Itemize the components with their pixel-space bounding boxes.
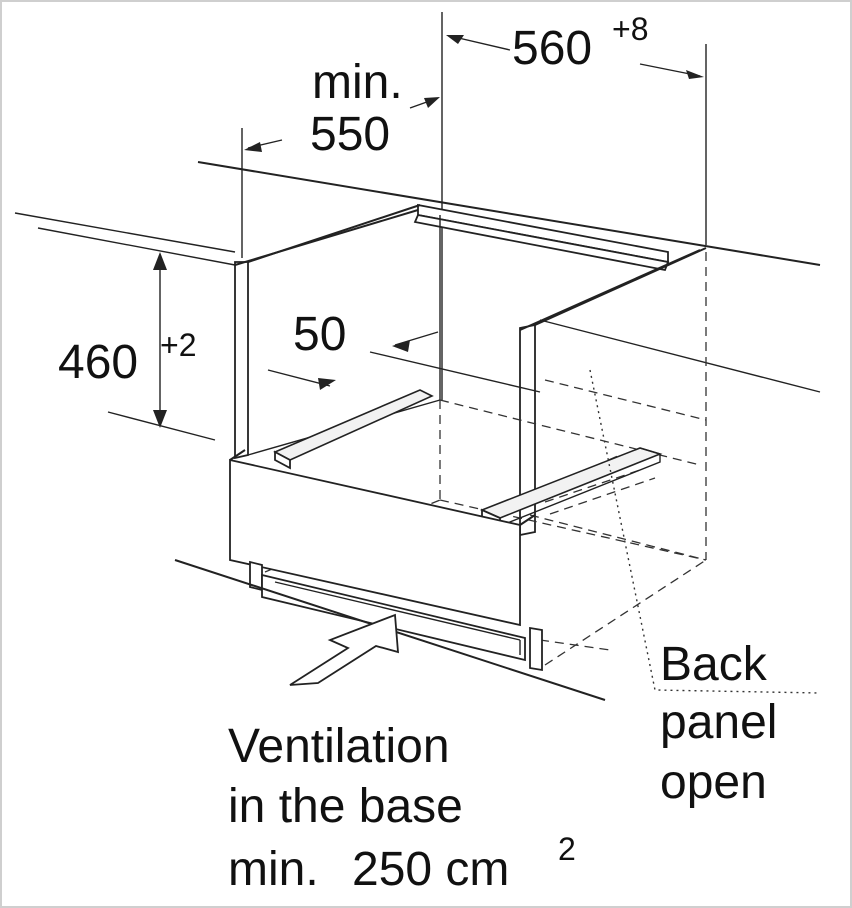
depth-label: 550 xyxy=(310,108,390,161)
back-panel-line2: panel xyxy=(660,696,777,749)
width-label: 560 xyxy=(512,22,592,75)
worktop-lines xyxy=(14,161,821,393)
back-panel-line3: open xyxy=(660,756,767,809)
cabinet-niche xyxy=(234,203,707,537)
width-tolerance: +8 xyxy=(612,11,648,47)
depth-prefix: min. xyxy=(312,56,403,109)
height-tolerance: +2 xyxy=(160,327,196,363)
vent-line3-sup: 2 xyxy=(558,831,576,867)
back-panel-leader xyxy=(589,369,821,694)
gap-label: 50 xyxy=(293,308,346,361)
height-label: 460 xyxy=(58,336,138,389)
ventilation-arrow xyxy=(289,613,400,686)
vent-line3-value: 250 cm xyxy=(352,843,509,896)
dimension-arrows xyxy=(107,35,704,441)
vent-line2: in the base xyxy=(228,780,463,833)
back-panel-line1: Back xyxy=(660,638,768,691)
support-rails xyxy=(273,389,663,528)
vent-line3-prefix: min. xyxy=(228,843,319,896)
vent-line1: Ventilation xyxy=(228,720,450,773)
